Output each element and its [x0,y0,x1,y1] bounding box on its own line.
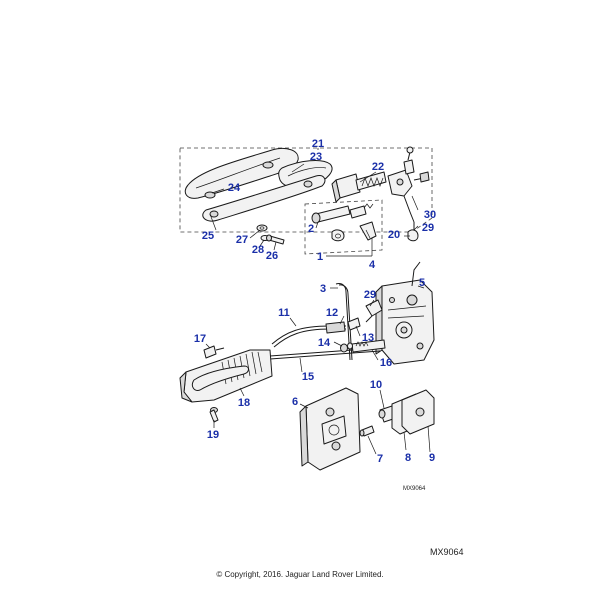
callout-28: 28 [252,244,264,256]
callout-14: 14 [318,337,331,349]
lock-cylinder-2 [311,203,377,242]
push-button-housing-22 [331,171,387,203]
callout-10: 10 [370,379,382,391]
bush-14 [340,342,353,353]
plate-9 [401,389,435,435]
lever-assembly-30 [387,146,430,223]
callout-27: 27 [236,234,248,246]
clip-20 [407,222,419,242]
diagram-reference: MX9064 [430,547,464,557]
callout-labels: 21 23 24 22 30 29 20 25 27 28 26 2 1 4 3… [194,138,436,465]
rod-16 [351,339,386,353]
callout-4: 4 [369,259,376,271]
callout-29-upper: 29 [422,222,434,234]
leader-lines [205,148,431,455]
cable-11 [271,321,346,348]
callout-25: 25 [202,230,214,242]
callout-29-lower: 29 [364,289,376,301]
copyright-notice: © Copyright, 2016. Jaguar Land Rover Lim… [216,570,384,579]
striker-plate-6 [299,387,361,471]
callout-30: 30 [424,209,436,221]
control-rod-3 [335,283,353,361]
group-box-21 [179,147,433,233]
bolt-7 [359,425,375,437]
callout-24: 24 [228,182,241,194]
callout-22: 22 [372,161,384,173]
screw-26 [266,234,285,245]
callout-5: 5 [419,277,425,289]
callout-15: 15 [302,371,314,383]
callout-13: 13 [362,332,374,344]
group-box-1 [304,199,383,255]
callout-23: 23 [310,151,322,163]
callout-18: 18 [238,397,250,409]
clip-13 [347,317,361,331]
exterior-handle-24 [184,147,299,199]
clip-29-lower [365,299,383,323]
callout-20: 20 [388,229,400,241]
callout-9: 9 [429,452,435,464]
door-latch-5 [375,261,435,365]
clip-17 [203,345,225,359]
small-diagram-reference: MX9064 [403,486,426,492]
callout-17: 17 [194,333,206,345]
washer-27 [256,224,268,232]
callout-7: 7 [377,453,383,465]
callout-6: 6 [292,396,298,408]
callout-11: 11 [278,307,290,319]
callout-2: 2 [308,223,314,235]
callout-21: 21 [312,138,324,150]
callout-26: 26 [266,250,278,262]
callout-8: 8 [405,452,411,464]
callout-16: 16 [380,357,392,369]
callout-3: 3 [320,283,326,295]
callout-19: 19 [207,429,219,441]
callout-12: 12 [326,307,338,319]
interior-handle-18 [179,349,273,413]
callout-1: 1 [317,251,323,263]
